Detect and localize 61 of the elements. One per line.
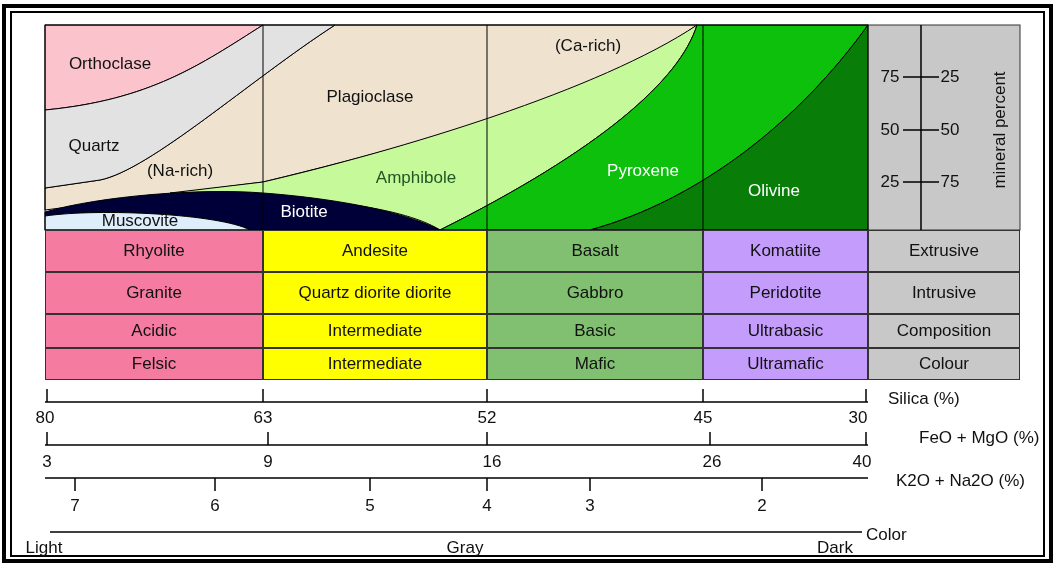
scale-value: 7 [70,496,80,516]
axis-title: FeO + MgO (%) [919,428,1040,448]
scale-value: 45 [693,408,713,428]
table-cell: Gabbro [487,272,703,314]
table-cell: Quartz diorite diorite [263,272,487,314]
table-cell: Acidic [45,314,263,348]
scale-value: 30 [848,408,868,428]
axis-title: Silica (%) [888,389,960,409]
table-cell: Intermediate [263,314,487,348]
table-cell: Mafic [487,348,703,380]
scale-value: 3 [585,496,595,516]
mineral-name: Plagioclase [326,87,414,107]
scale-end-label: Light [25,538,63,558]
table-cell: Basic [487,314,703,348]
table-cell: Ultramafic [703,348,868,380]
table-cell: Rhyolite [45,230,263,272]
table-cell: Felsic [45,348,263,380]
table-cell: Peridotite [703,272,868,314]
scale-value: 52 [477,408,497,428]
table-cell: Intermediate [263,348,487,380]
table-cell: Colour [868,348,1020,380]
axis-title: mineral percent [990,71,1010,189]
mineral-name: Amphibole [375,168,457,188]
mineral-name: Biotite [280,202,328,222]
mineral-name: Muscovite [101,211,179,231]
scale-value: 26 [702,452,722,472]
mineral-name: Pyroxene [607,161,679,181]
scale-value: 50 [940,120,960,140]
scale-value: 5 [365,496,375,516]
mineral-name: Quartz [68,136,120,156]
mineral-name: Olivine [748,181,800,201]
table-cell: Composition [868,314,1020,348]
table-cell: Extrusive [868,230,1020,272]
table-cell: Intrusive [868,272,1020,314]
scale-end-label: Dark [817,538,853,558]
mineral-name: (Ca-rich) [554,36,622,56]
axis-title: K2O + Na2O (%) [896,471,1025,491]
table-cell: Basalt [487,230,703,272]
scale-value: 2 [757,496,767,516]
scale-value: 63 [253,408,273,428]
scale-value: 6 [210,496,220,516]
table-cell: Andesite [263,230,487,272]
scale-value: 3 [42,452,52,472]
scale-end-label: Gray [446,538,484,558]
scale-value: 16 [482,452,502,472]
axis-title: Color [866,525,907,545]
scale-value: 75 [880,67,900,87]
mineral-name: (Na-rich) [146,161,214,181]
scale-value: 25 [940,67,960,87]
mineral-name: Orthoclase [68,54,152,74]
scale-value: 40 [852,452,872,472]
mineral-field-region [45,190,440,230]
table-cell: Granite [45,272,263,314]
scale-value: 80 [35,408,55,428]
scale-value: 9 [263,452,273,472]
scale-value: 75 [940,172,960,192]
table-cell: Komatiite [703,230,868,272]
scale-value: 4 [482,496,492,516]
scale-value: 50 [880,120,900,140]
table-cell: Ultrabasic [703,314,868,348]
scale-value: 25 [880,172,900,192]
